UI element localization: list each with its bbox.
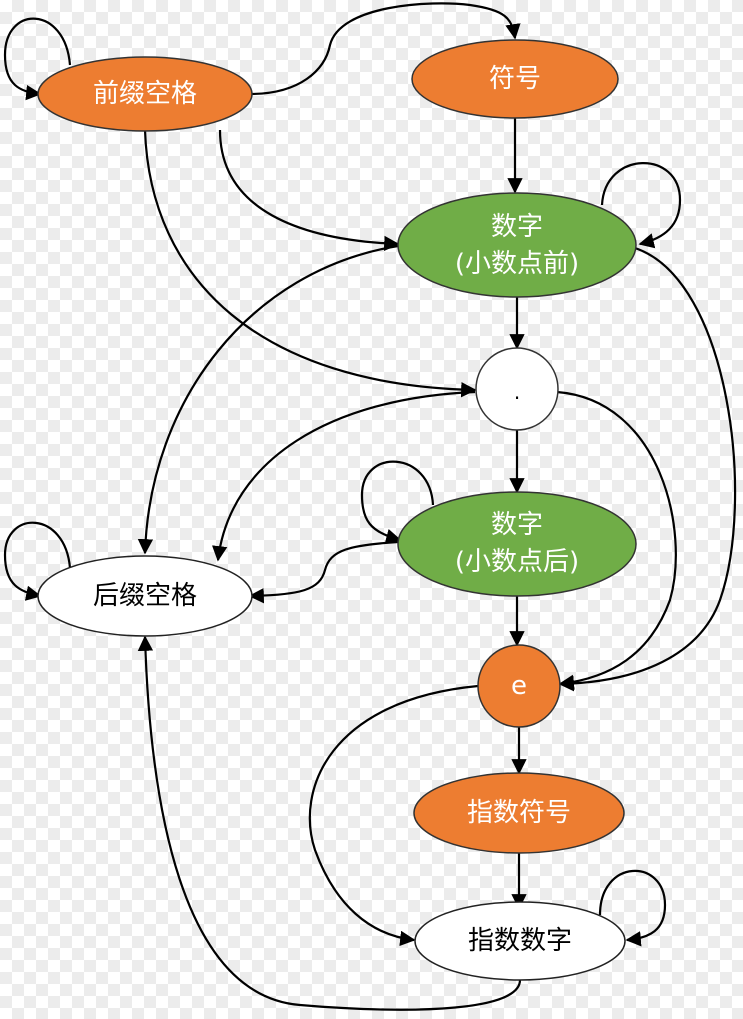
node-sign-shape <box>411 39 619 119</box>
edge-digits-before-self <box>600 162 682 249</box>
node-dot-label: . <box>514 380 520 404</box>
node-digits-after[interactable]: 数字 (小数点后) <box>397 491 637 597</box>
edge-digits-before-to-e <box>558 246 737 692</box>
node-dot[interactable]: . <box>475 347 559 431</box>
node-e[interactable]: e <box>477 644 561 728</box>
node-prefix-space-label: 前缀空格 <box>93 79 197 109</box>
node-digits-after-shape <box>397 491 637 597</box>
node-exp-digits[interactable]: 指数数字 <box>414 901 626 981</box>
edge-prefix-to-dot <box>143 129 477 398</box>
edge-digits-after-self <box>360 460 435 544</box>
node-prefix-space[interactable]: 前缀空格 <box>37 56 253 132</box>
node-prefix-space-shape <box>37 56 253 132</box>
edge-suffix-self <box>3 521 72 601</box>
node-digits-before-label-line1: 数字 <box>491 212 543 242</box>
node-sign-label: 符号 <box>489 64 541 94</box>
node-suffix-space[interactable]: 后缀空格 <box>37 555 253 637</box>
node-e-label: e <box>511 671 527 701</box>
edge-prefix-to-sign <box>249 2 521 96</box>
node-digits-before-shape <box>397 192 637 298</box>
node-exp-digits-shape <box>414 901 626 981</box>
node-suffix-space-label: 后缀空格 <box>93 581 197 611</box>
node-exp-sign-label: 指数符号 <box>467 798 571 828</box>
node-digits-after-label-line1: 数字 <box>491 510 543 540</box>
edge-exp-digits-to-suffix <box>137 635 522 1011</box>
node-exp-sign[interactable]: 指数符号 <box>413 772 625 854</box>
node-exp-digits-label: 指数数字 <box>468 926 572 956</box>
edge-prefix-to-digits-before <box>218 129 400 252</box>
node-digits-after-label-line2: (小数点后) <box>455 547 579 577</box>
edge-digits-before-to-suffix <box>137 244 399 555</box>
nodes: 前缀空格 符号 数字 (小数点前) . 数字 (小数点后) e 指数符号 <box>37 39 637 981</box>
edge-exp-digits-self <box>598 869 667 947</box>
node-dot-shape <box>475 347 559 431</box>
edge-e-to-exp-digits <box>308 684 479 947</box>
edge-digits-after-to-suffix <box>248 540 399 604</box>
node-digits-before[interactable]: 数字 (小数点前) <box>397 192 637 298</box>
edge-dot-to-e <box>556 390 677 690</box>
edge-dot-to-suffix <box>212 390 476 562</box>
edges <box>3 2 737 1011</box>
node-e-shape <box>477 644 561 728</box>
node-exp-sign-shape <box>413 772 625 854</box>
node-suffix-space-shape <box>37 555 253 637</box>
node-digits-before-label-line2: (小数点前) <box>455 249 579 279</box>
edge-prefix-self <box>3 17 72 101</box>
node-sign[interactable]: 符号 <box>411 39 619 119</box>
